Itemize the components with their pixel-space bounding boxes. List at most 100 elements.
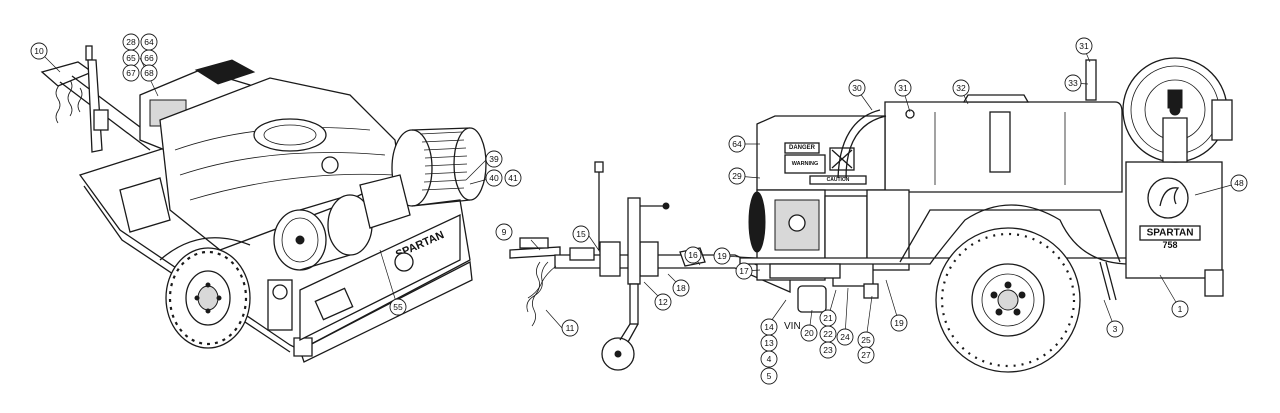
callout-28: 28 xyxy=(122,33,140,51)
pump-inlet xyxy=(797,285,827,313)
callout-label: 24 xyxy=(840,332,850,342)
callout-label: 18 xyxy=(676,283,686,293)
vin-label: VIN xyxy=(784,321,801,332)
callout-17: 17 xyxy=(735,262,753,280)
tank-lid-side xyxy=(962,94,1030,103)
callout-label: 19 xyxy=(894,318,904,328)
brand-model: 758 xyxy=(1162,240,1177,250)
frame-crossmember xyxy=(769,263,841,279)
callout-label: 15 xyxy=(576,229,586,239)
hose-reel-rear xyxy=(391,127,487,207)
pump-body xyxy=(824,195,868,261)
side-logo xyxy=(394,252,414,272)
callout-55: 55 xyxy=(389,298,407,316)
callout-label: 25 xyxy=(861,335,871,345)
jack-handle xyxy=(85,45,93,61)
tank-window xyxy=(989,111,1011,173)
callout-39: 39 xyxy=(485,150,503,168)
callout-9: 9 xyxy=(495,223,513,241)
tank-lid xyxy=(253,118,327,152)
callout-label: 23 xyxy=(823,345,833,355)
caution-strip-text: CAUTION xyxy=(827,177,850,183)
callout-label: 68 xyxy=(144,68,154,78)
callout-20: 19 xyxy=(890,314,908,332)
rear-support xyxy=(1099,261,1117,301)
reel-stand xyxy=(1162,117,1188,163)
side-wheel xyxy=(935,227,1081,373)
callout-33: 33 xyxy=(1064,74,1082,92)
callout-markers: 10 28 64 65 66 67 68 39 40 41 55 9 15 11… xyxy=(30,33,1248,385)
callout-label: 28 xyxy=(126,37,136,47)
callout-30: 30 xyxy=(848,79,866,97)
engine-air-filter xyxy=(194,59,256,85)
safety-chain-1 xyxy=(531,261,541,327)
callout-label: 39 xyxy=(489,154,499,164)
warning-decal xyxy=(314,287,354,321)
callout-label: 20 xyxy=(804,328,814,338)
hitch-coupler xyxy=(40,61,94,87)
storage-post-cap xyxy=(594,161,604,173)
callout-1: 1 xyxy=(1171,300,1189,318)
callout-label: 67 xyxy=(126,68,136,78)
callout-label: 17 xyxy=(739,266,749,276)
callout-label: 64 xyxy=(144,37,154,47)
callout-label: 64 xyxy=(732,139,742,149)
callout-18: 18 xyxy=(672,279,690,297)
callout-11: 11 xyxy=(561,319,579,337)
callout-label: 29 xyxy=(732,171,742,181)
callout-label: 22 xyxy=(823,329,833,339)
pressure-gauge xyxy=(321,156,339,174)
callout-label: 31 xyxy=(898,83,908,93)
jack-knob xyxy=(662,202,670,210)
callout-15: 15 xyxy=(572,225,590,243)
callout-24: 23 xyxy=(819,341,837,359)
callout-23: 22 xyxy=(819,325,837,343)
callout-40: 40 xyxy=(485,169,503,187)
pump-outlet xyxy=(863,283,879,299)
callout-label: 65 xyxy=(126,53,136,63)
filler-neck xyxy=(1085,59,1097,101)
callout-label: 4 xyxy=(767,354,772,364)
callout-label: 31 xyxy=(1079,41,1089,51)
left-wheel xyxy=(159,237,251,349)
callout-label: 41 xyxy=(508,173,518,183)
hose-reel-front xyxy=(273,194,373,271)
jack-bracket xyxy=(639,241,659,277)
safety-chain-2 xyxy=(526,261,549,313)
jack-fork xyxy=(619,323,639,343)
callout-label: 3 xyxy=(1113,324,1118,334)
callout-label: 30 xyxy=(852,83,862,93)
callout-label: 32 xyxy=(956,83,966,93)
callout-68: 68 xyxy=(140,64,158,82)
callout-label: 13 xyxy=(764,338,774,348)
callout-27: 25 xyxy=(857,331,875,349)
callout-32: 32 xyxy=(952,79,970,97)
tongue-bracket xyxy=(599,241,621,277)
battery-box xyxy=(119,177,171,233)
jack-stand xyxy=(87,59,103,153)
callout-67: 67 xyxy=(122,64,140,82)
callout-31: 31 xyxy=(894,79,912,97)
callout-28-side: 27 xyxy=(857,346,875,364)
flywheel-cover xyxy=(748,191,766,253)
jack-tube xyxy=(627,197,641,285)
corner-bracket xyxy=(293,337,313,357)
reel-housing xyxy=(1125,161,1223,279)
tongue-latch xyxy=(569,247,595,261)
callout-48: 48 xyxy=(1230,174,1248,192)
reel-crank xyxy=(1211,99,1233,141)
callout-label: 48 xyxy=(1234,178,1244,188)
danger-decal xyxy=(784,142,820,154)
callout-65: 65 xyxy=(122,49,140,67)
side-view-trailer: DANGER WARNING CAUTION xyxy=(739,57,1233,373)
callout-31-top: 31 xyxy=(1075,37,1093,55)
callout-13: 13 xyxy=(760,334,778,352)
callout-4: 4 xyxy=(760,350,778,368)
rear-light xyxy=(1204,269,1224,297)
callout-19: 19 xyxy=(713,247,731,265)
frame-rail-front xyxy=(299,260,473,363)
brand-plate xyxy=(1139,225,1201,241)
callout-64-side: 64 xyxy=(728,135,746,153)
